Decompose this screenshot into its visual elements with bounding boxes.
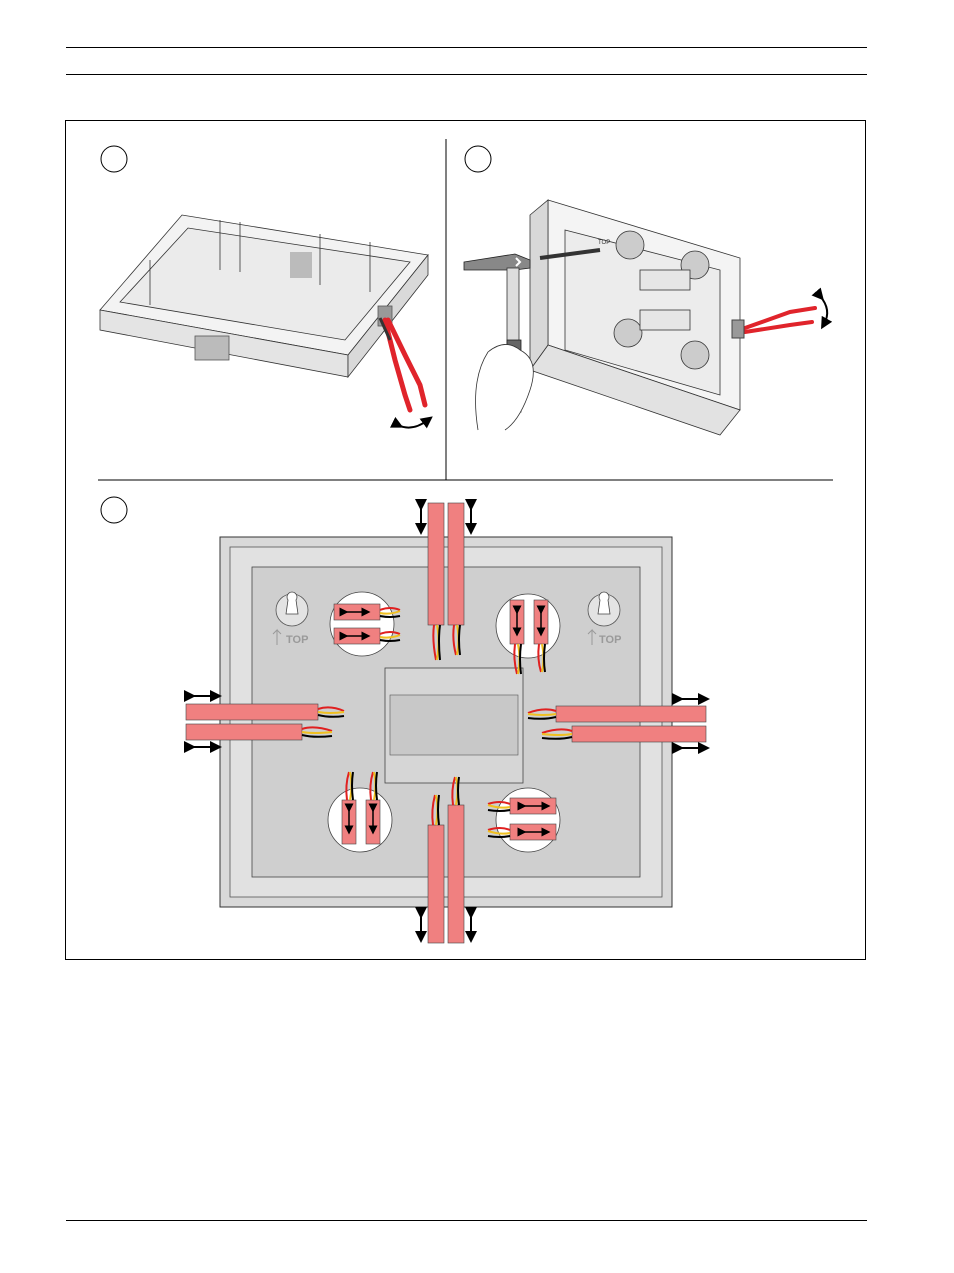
rotate-arrow-icon-2 (820, 296, 827, 324)
pliers-icon (380, 318, 425, 410)
knockout-bottom-right (496, 788, 560, 852)
knockout-bottom-left (328, 788, 392, 852)
step-3-circle (101, 497, 127, 523)
knockout-top-left (330, 592, 394, 656)
svg-text:TOP: TOP (598, 240, 610, 246)
step-2-circle (465, 146, 491, 172)
top-label-text-left: TOP (286, 634, 308, 646)
step-1-circle (101, 146, 127, 172)
hand-icon (476, 344, 534, 430)
pliers-icon-right (732, 308, 815, 338)
rotate-arrow-icon (398, 420, 428, 428)
step-1-housing (100, 215, 428, 377)
top-label-text-right: TOP (599, 634, 621, 646)
knockout-top-right (496, 594, 560, 658)
step-2-housing: TOP (530, 200, 740, 435)
